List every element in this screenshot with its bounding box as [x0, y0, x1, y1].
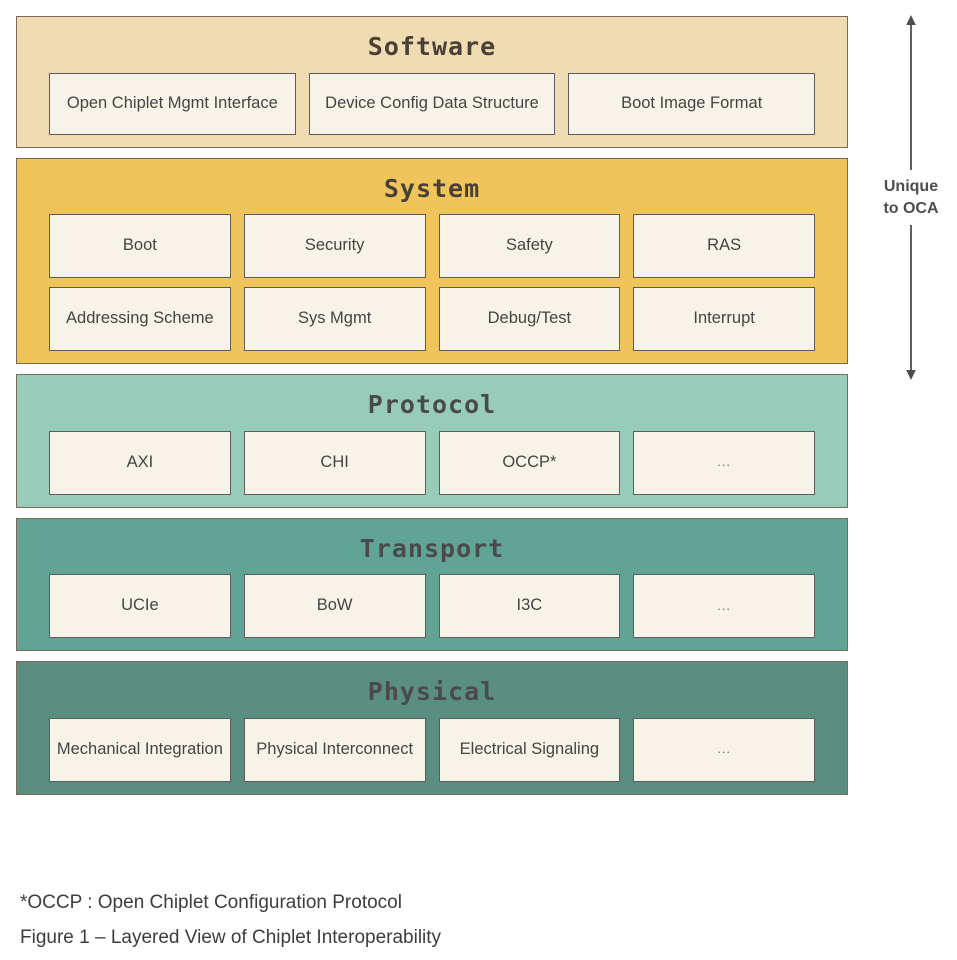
cell-debug-test[interactable]: Debug/Test — [438, 287, 621, 351]
cell-bow[interactable]: BoW — [243, 574, 426, 638]
cell-device-config-data-structure[interactable]: Device Config Data Structure — [308, 72, 556, 135]
cell-physical-interconnect[interactable]: Physical Interconnect — [243, 717, 426, 782]
cell-transport-more[interactable]: ... — [633, 574, 815, 638]
layer-transport-row-0: UCIe BoW I3C ... — [17, 574, 847, 638]
cell-electrical-signaling[interactable]: Electrical Signaling — [438, 717, 621, 782]
occp-footnote: *OCCP : Open Chiplet Configuration Proto… — [20, 892, 402, 913]
cell-protocol-more[interactable]: ... — [633, 430, 815, 495]
cell-open-chiplet-mgmt-interface[interactable]: Open Chiplet Mgmt Interface — [49, 72, 296, 135]
cell-axi[interactable]: AXI — [49, 430, 231, 495]
cell-i3c[interactable]: I3C — [438, 574, 621, 638]
cell-boot-image-format[interactable]: Boot Image Format — [568, 72, 816, 135]
layer-title-physical: Physical — [367, 677, 497, 706]
cell-security[interactable]: Security — [243, 214, 426, 278]
annotation-label: Unique to OCA — [883, 178, 939, 217]
layer-physical-row-0: Mechanical Integration Physical Intercon… — [17, 717, 847, 782]
layer-protocol: Protocol AXI CHI OCCP* ... — [16, 374, 848, 508]
unique-to-oca-annotation: Unique to OCA — [868, 14, 954, 406]
layer-software: Software Open Chiplet Mgmt Interface Dev… — [16, 16, 848, 148]
layer-transport: Transport UCIe BoW I3C ... — [16, 517, 848, 651]
cell-ucie[interactable]: UCIe — [49, 574, 231, 638]
layer-system-row-0: Boot Security Safety RAS — [17, 214, 847, 278]
layer-title-software: Software — [367, 32, 497, 61]
cell-interrupt[interactable]: Interrupt — [633, 287, 815, 351]
layer-stack: Software Open Chiplet Mgmt Interface Dev… — [16, 16, 848, 805]
figure-captions: *OCCP : Open Chiplet Configuration Proto… — [20, 888, 920, 959]
layer-title-system: System — [383, 173, 481, 203]
arrow-up-icon — [901, 14, 921, 172]
cell-chi[interactable]: CHI — [243, 430, 426, 495]
cell-physical-more[interactable]: ... — [633, 717, 815, 782]
layer-software-row-0: Open Chiplet Mgmt Interface Device Confi… — [17, 72, 847, 135]
layer-title-protocol: Protocol — [367, 390, 497, 419]
layer-title-transport: Transport — [359, 533, 505, 563]
layer-system: System Boot Security Safety RAS Addressi… — [16, 157, 848, 364]
cell-ras[interactable]: RAS — [633, 214, 815, 278]
cell-boot[interactable]: Boot — [49, 214, 231, 278]
cell-occp[interactable]: OCCP* — [438, 430, 621, 495]
figure-caption: Figure 1 – Layered View of Chiplet Inter… — [20, 927, 442, 949]
layer-system-row-1: Addressing Scheme Sys Mgmt Debug/Test In… — [17, 287, 847, 351]
layer-physical: Physical Mechanical Integration Physical… — [16, 661, 848, 795]
layer-protocol-row-0: AXI CHI OCCP* ... — [17, 430, 847, 495]
cell-mechanical-integration[interactable]: Mechanical Integration — [49, 717, 231, 782]
cell-safety[interactable]: Safety — [438, 214, 621, 278]
cell-sys-mgmt[interactable]: Sys Mgmt — [243, 287, 426, 351]
cell-addressing-scheme[interactable]: Addressing Scheme — [49, 287, 231, 351]
arrow-down-icon — [901, 223, 921, 381]
